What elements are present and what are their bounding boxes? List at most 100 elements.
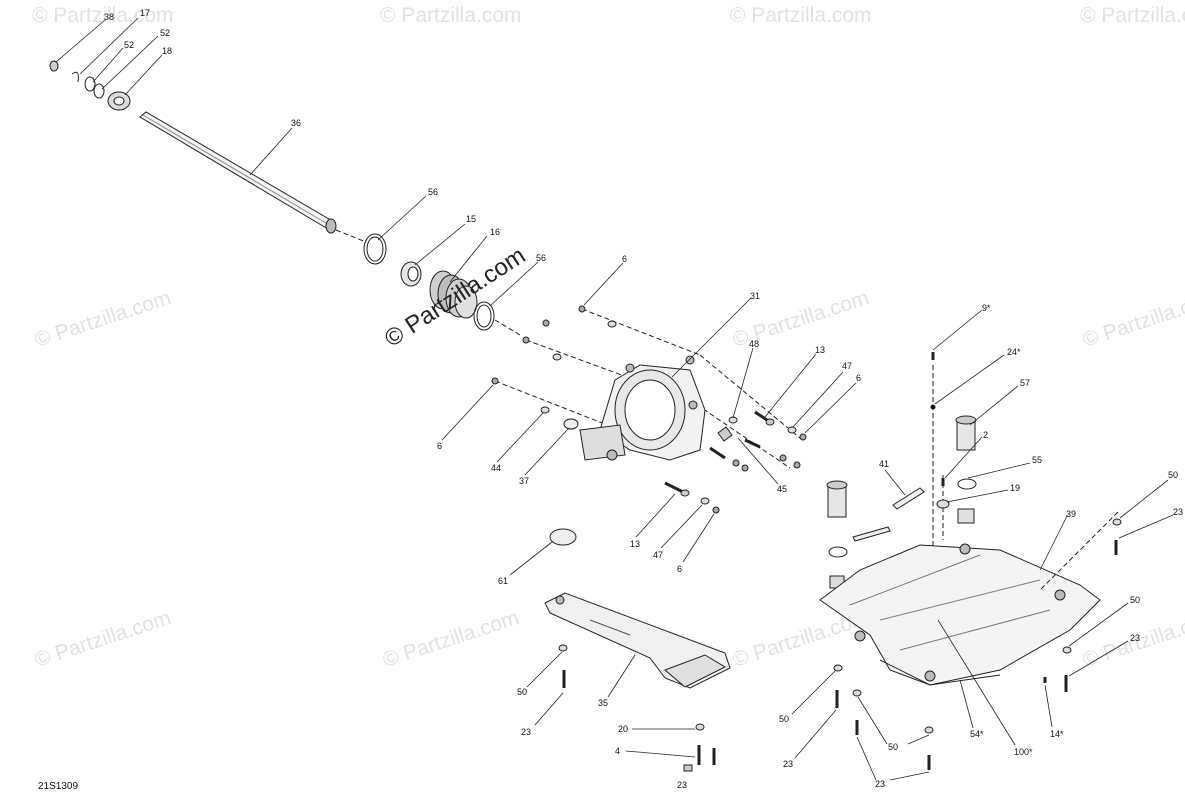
plug-part-left [826,480,848,518]
stud-part-13 [754,410,775,426]
washer-part-47 [787,426,797,434]
callout-label: 23 [1173,507,1184,517]
clip-part-38 [49,60,59,72]
nut-part [732,459,740,467]
callout-label: 57 [1020,378,1031,388]
callout-label: 6 [677,564,683,574]
boot-part-16 [429,270,478,319]
callout-label: 50 [1168,470,1179,480]
callout-label: 56 [536,253,547,263]
callout-label: 15 [466,214,477,224]
callout-label: 50 [779,714,790,724]
diagram-id: 21S1309 [38,781,79,792]
callout-label: 55 [1032,455,1043,465]
callout-label: 36 [291,118,302,128]
callout-label: 23 [783,759,794,769]
nut-part [491,377,499,385]
callout-label: 9* [982,303,991,313]
callout-label: 6 [437,441,443,451]
callout-label: 31 [750,291,761,301]
callout-label: 23 [521,727,532,737]
callout-label: 2 [983,430,989,440]
oring-part-52 [84,76,105,99]
callout-label: 50 [517,687,528,697]
watermark: © Partzilla.com [32,4,174,27]
callout-label: 14* [1050,729,1064,739]
washer-part [828,546,848,558]
callout-label: 56 [428,187,439,197]
washer-part-50c [1112,518,1122,526]
nut-part [542,319,550,327]
strip-part-41 [852,487,925,542]
callout-label: 44 [491,463,502,473]
washer-part-37 [563,418,579,430]
seal-part-54 [879,659,1001,686]
callout-label: 35 [598,698,609,708]
plug-part [957,508,975,524]
watermark: © Partzilla.com [1080,4,1185,27]
seal-part-15 [400,261,422,287]
nut-part-6 [799,433,807,441]
callout-label: 39 [1066,509,1077,519]
callout-label: 47 [653,550,664,560]
callout-label: 13 [630,539,641,549]
stud-part [744,438,761,449]
callout-label: 47 [842,361,853,371]
callout-label: 18 [162,46,173,56]
callout-label: 54* [970,729,984,739]
callout-label: 23 [1130,633,1141,643]
circlip-part-17 [71,71,79,83]
callout-label: 48 [749,339,760,349]
callout-label: 100* [1014,747,1033,757]
watermark: © Partzilla.com [730,4,872,27]
plug-part-57 [955,415,977,451]
callout-label: 24* [1007,347,1021,357]
callout-label: 23 [677,780,688,790]
callout-label: 52 [124,40,135,50]
bearing-part-18 [107,91,131,111]
washer-part-20 [695,723,705,731]
callout-label: 13 [815,345,826,355]
callout-label: 38 [104,12,115,22]
skid-plate-35 [544,592,731,689]
callout-label: 37 [519,476,530,486]
drive-shaft-36 [139,111,337,234]
clamp-part-56b [473,301,495,331]
hull-plate-39 [819,543,1101,686]
stud-part-13b [664,481,690,497]
washer-part-55 [957,478,977,490]
callout-label: 41 [879,459,890,469]
decal-part-61 [549,528,577,546]
washer-part-50 [558,644,568,652]
callout-label: 6 [622,254,628,264]
washer-part-47b [700,497,710,505]
washer-part-50e [833,664,934,734]
bolt-part-23e [835,690,931,770]
callout-label: 61 [498,576,509,586]
bracket-part-48 [717,426,733,442]
callout-label: 6 [856,373,862,383]
bolt-part-4 [683,745,716,772]
callout-label: 50 [1130,595,1141,605]
callout-label: 52 [160,28,171,38]
callout-label: 19 [1010,483,1021,493]
callout-label: 16 [490,227,501,237]
callout-label: 17 [140,8,151,18]
washer-part-44 [540,406,550,414]
callout-label: 50 [888,742,899,752]
clamp-part-56 [363,233,387,265]
washer-part [552,353,562,361]
nut-part [578,305,586,313]
nut-part-6b [712,506,720,514]
stud-part [709,446,726,460]
nut-part [741,454,801,472]
washer-part [607,320,617,328]
nut-part [522,336,530,344]
washer-part-19 [936,499,950,509]
callout-label: 4 [615,746,621,756]
washer-part-50d [1062,646,1072,654]
callout-label: 45 [777,484,788,494]
callout-label: 20 [618,724,629,734]
watermark: © Partzilla.com [380,4,522,27]
